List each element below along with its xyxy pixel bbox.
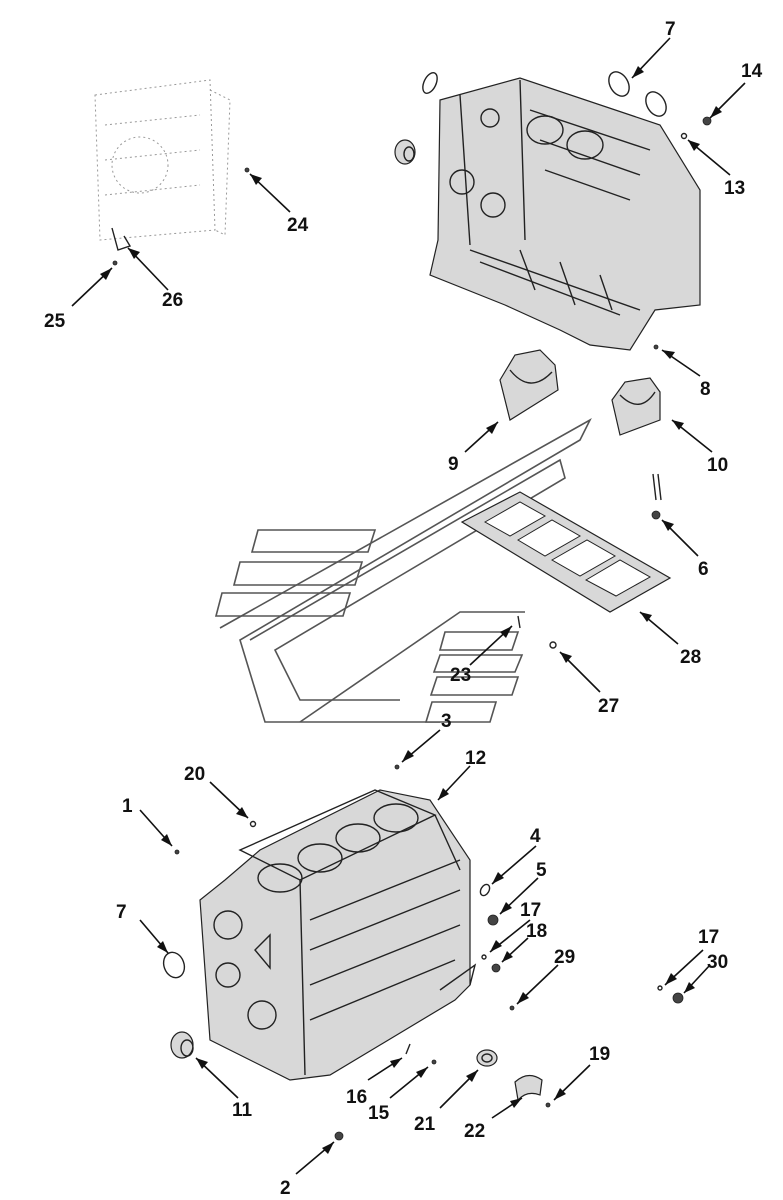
callout-7-top: 7 xyxy=(665,19,676,40)
callout-29: 29 xyxy=(554,947,575,968)
washer-part-17b xyxy=(657,985,663,991)
plug-part-1 xyxy=(174,849,180,855)
plug-part-3 xyxy=(394,764,400,770)
callout-24: 24 xyxy=(287,215,309,236)
bushing-part-22 xyxy=(514,1074,543,1102)
pin-part-23 xyxy=(517,615,521,629)
callout-4: 4 xyxy=(530,826,541,847)
callout-1: 1 xyxy=(122,796,133,817)
callout-30: 30 xyxy=(707,952,728,973)
callout-5: 5 xyxy=(536,860,547,881)
bushing-part-21 xyxy=(476,1049,498,1067)
rear-housing-ghost xyxy=(94,79,231,241)
bracket-part-26 xyxy=(111,227,132,251)
plug-part-14 xyxy=(702,116,712,126)
plug-part-30 xyxy=(672,992,684,1004)
seal-ring-part-7b xyxy=(645,91,667,117)
cylinder-block-rear-view xyxy=(429,77,701,351)
callout-17-a: 17 xyxy=(520,900,541,921)
callout-27: 27 xyxy=(598,696,619,717)
plug-part-24 xyxy=(244,167,250,173)
plug-part-27 xyxy=(549,641,557,649)
plug-part-29 xyxy=(509,1005,515,1011)
callout-14: 14 xyxy=(741,61,763,82)
bolt-part-25 xyxy=(112,260,118,266)
callout-15: 15 xyxy=(368,1103,390,1124)
callout-7-bottom: 7 xyxy=(116,902,127,923)
seal-ring-part-7 xyxy=(608,71,630,97)
bushing-part-top xyxy=(394,139,416,165)
plug-part-19 xyxy=(545,1102,551,1108)
callout-19: 19 xyxy=(589,1044,610,1065)
callout-2: 2 xyxy=(280,1178,291,1199)
callout-18: 18 xyxy=(526,921,547,942)
plug-part-8 xyxy=(653,344,659,350)
cylinder-block-front-view xyxy=(199,789,477,1081)
plug-part-18 xyxy=(491,963,501,973)
plug-part-15 xyxy=(431,1059,437,1065)
callout-3: 3 xyxy=(441,711,452,732)
callout-13: 13 xyxy=(724,178,745,199)
callout-21: 21 xyxy=(414,1114,436,1135)
bolt-part-6 xyxy=(651,473,662,520)
leader-lines xyxy=(71,37,746,1175)
washer-part-17 xyxy=(481,954,487,960)
ladder-frame-part-28 xyxy=(460,491,672,613)
plug-part-5 xyxy=(487,914,499,926)
callout-labels: 1 2 3 4 5 6 7 7 8 9 10 11 12 13 14 15 16… xyxy=(44,19,763,1199)
callout-23: 23 xyxy=(450,665,471,686)
watermark-logo xyxy=(214,418,592,723)
pin-part-16 xyxy=(405,1043,411,1055)
bearing-cap-part-10 xyxy=(611,377,661,436)
callout-17-b: 17 xyxy=(698,927,719,948)
callout-8: 8 xyxy=(700,379,711,400)
bearing-cap-part-9 xyxy=(499,349,559,421)
seal-ring-part-7-bottom xyxy=(162,951,186,979)
seal-part-4 xyxy=(479,883,491,897)
plug-part-13 xyxy=(680,132,688,140)
callout-22: 22 xyxy=(464,1121,485,1142)
callout-20: 20 xyxy=(184,764,205,785)
plug-part-2 xyxy=(334,1131,344,1141)
callout-12: 12 xyxy=(465,748,486,769)
callout-10: 10 xyxy=(707,455,728,476)
callout-11: 11 xyxy=(232,1100,253,1121)
bushing-part-11 xyxy=(170,1031,194,1059)
callout-6: 6 xyxy=(698,559,709,580)
callout-9: 9 xyxy=(448,454,459,475)
callout-16: 16 xyxy=(346,1087,367,1108)
seal-ring-part-7-top xyxy=(422,72,438,94)
plug-part-20 xyxy=(249,820,257,828)
callout-26: 26 xyxy=(162,290,183,311)
callout-25: 25 xyxy=(44,311,66,332)
callout-28: 28 xyxy=(680,647,701,668)
